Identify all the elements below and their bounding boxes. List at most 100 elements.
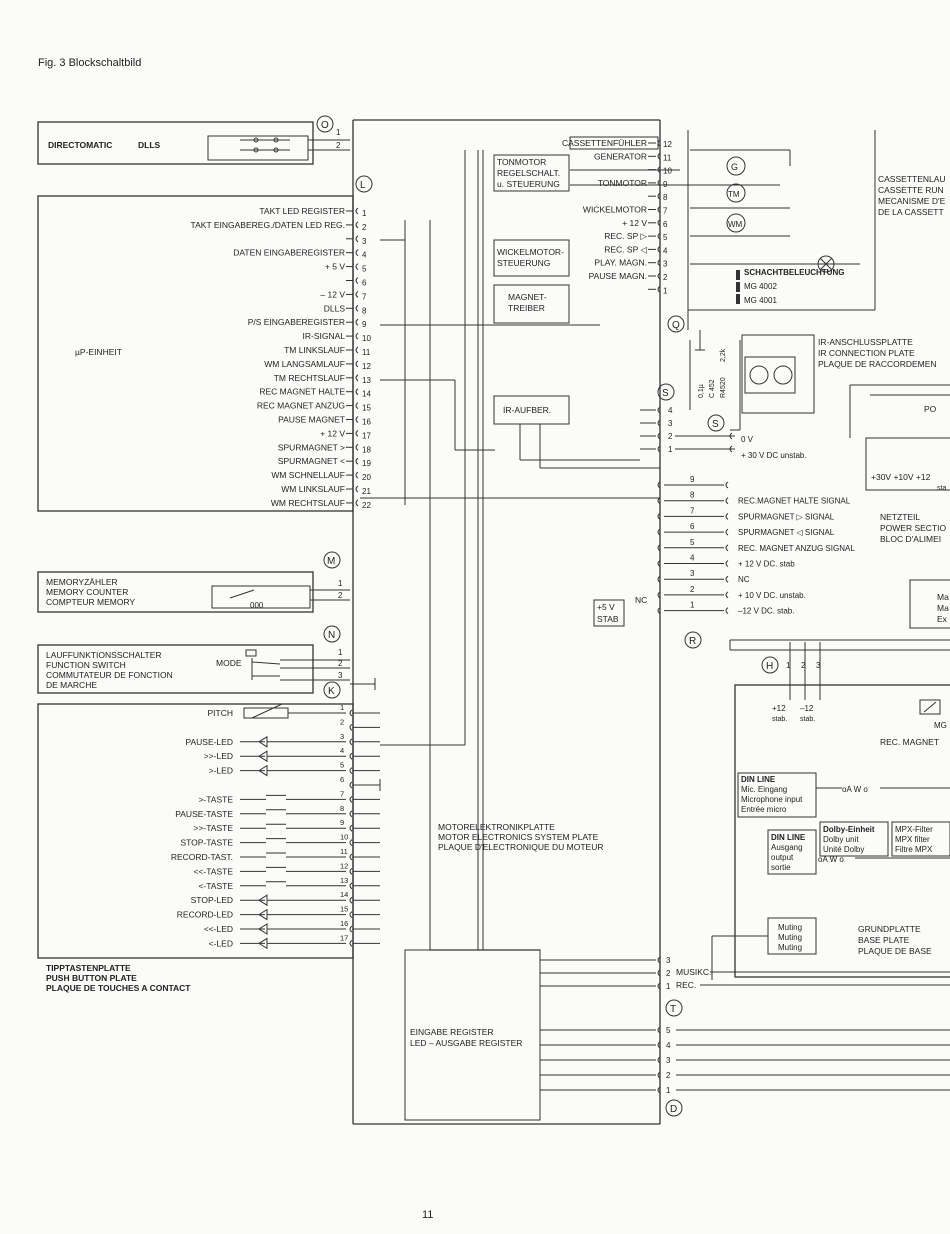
pitch-pot-icon[interactable] (243, 707, 289, 719)
r-pin-number-1: 1 (690, 601, 695, 610)
pb-pin-14: 14 (340, 890, 348, 899)
cass-pin-number-10: 10 (663, 167, 672, 176)
memory-counter: 000 (250, 601, 264, 610)
eingabe-line-1: EINGABE REGISTER (410, 1027, 494, 1037)
ir-c-value: 0,1µ (698, 384, 705, 398)
wickel-block-line-2: STEUERUNG (497, 258, 550, 268)
up-pin-number-1: 1 (362, 209, 367, 218)
up-pin-6: 6 (346, 277, 367, 288)
base-plate-line-2: BASE PLATE (858, 935, 910, 945)
up-pin-label-17: + 12 V (320, 428, 345, 438)
power-stab: sta (937, 485, 946, 492)
power-rails: +30V +10V +12 (871, 472, 931, 482)
up-pin-label-14: REC MAGNET HALTE (259, 387, 345, 397)
push-button-block: TIPPTASTENPLATTE PUSH BUTTON PLATE PLAQU… (37, 681, 381, 993)
pb-label-11: RECORD-TAST. (171, 852, 233, 862)
switch-line-3: COMMUTATEUR DE FONCTION (46, 670, 173, 680)
muting-line-3: Muting (778, 943, 802, 952)
tonmotor-block-line-1: TONMOTOR (497, 157, 546, 167)
motor-generator: G (731, 162, 738, 172)
din-out-line-3: output (771, 853, 794, 862)
pb-row-11: RECORD-TAST.11 (171, 847, 380, 862)
pb-pin-12: 12 (340, 861, 348, 870)
din-in-aw: oA W o (842, 785, 868, 794)
cass-label-3: PLAY. MAGN. (594, 258, 647, 268)
switch-line-2: FUNCTION SWITCH (46, 660, 126, 670)
mode-label: MODE (216, 658, 242, 668)
up-pin-label-4: DATEN EINGABEREGISTER (233, 248, 345, 258)
up-pin-number-21: 21 (362, 487, 371, 496)
cass-label-5: REC. SP ▷ (604, 231, 647, 241)
cass-pin-number-3: 3 (663, 260, 668, 269)
cass-pin-number-2: 2 (663, 273, 668, 282)
r-pin-number-2: 2 (690, 585, 695, 594)
s-pin-2: 2 (640, 432, 735, 441)
up-pin-number-18: 18 (362, 445, 371, 454)
memory-block: MEMORYZÄHLER MEMORY COUNTER COMPTEUR MEM… (37, 551, 350, 613)
cass-pin-8: 8 (648, 192, 668, 202)
connector-t-label: T (670, 1004, 676, 1015)
cassette-mech-line-3: MECANISME D'E (878, 196, 946, 206)
cass-pin-number-7: 7 (663, 207, 668, 216)
stab-line-1: +5 V (597, 602, 615, 612)
mg4001-label: MG 4001 (744, 296, 777, 305)
pb-label-1: PITCH (208, 708, 234, 718)
up-pin-number-7: 7 (362, 292, 367, 301)
t-pin-number-1: 1 (666, 982, 671, 991)
memory-line-1: MEMORYZÄHLER (46, 577, 118, 587)
up-pin-number-16: 16 (362, 418, 371, 427)
cassette-mech-line-4: DE LA CASSETT (878, 207, 944, 217)
muting-line-1: Muting (778, 923, 802, 932)
lamp-label: SCHACHTBELEUCHTUNG (744, 268, 844, 277)
directomatic-pin-2: 2 (336, 141, 341, 150)
wickel-block-line-1: WICKELMOTOR- (497, 247, 564, 257)
pb-pin-8: 8 (340, 804, 344, 813)
din-in-line-1: DIN LINE (741, 775, 776, 784)
directomatic-block: DIRECTOMATIC DLLS 1 2 O (37, 115, 350, 165)
power-m-3: Ex (937, 614, 948, 624)
r-label-2: + 10 V DC. unstab. (738, 591, 806, 600)
pb-label-10: STOP-TASTE (180, 838, 233, 848)
s-pin-4: 4 (640, 406, 673, 415)
s-pin-number-1: 1 (668, 445, 673, 454)
r-label-8: REC.MAGNET HALTE SIGNAL (738, 497, 851, 506)
up-pin-label-12: WM LANGSAMLAUF (264, 359, 345, 369)
t-label-rec: REC. (676, 980, 696, 990)
cassette-mech-line-2: CASSETTE RUN (878, 185, 944, 195)
tonmotor-block-line-2: REGELSCHALT. (497, 168, 560, 178)
up-pin-number-2: 2 (362, 223, 367, 232)
connector-m-label: M (327, 556, 335, 567)
up-pin-19: SPURMAGNET <19 (278, 456, 372, 468)
connector-h-label: H (766, 661, 773, 672)
mpx-line-1: MPX-Filter (895, 825, 933, 834)
up-pin-label-11: TM LINKSLAUF (284, 345, 345, 355)
muting-line-2: Muting (778, 933, 802, 942)
h-connector: H 1 2 3 +12 –12 stab. stab. (761, 642, 821, 723)
power-line-3: BLOC D'ALIMEI (880, 534, 941, 544)
pb-pin-13: 13 (340, 876, 348, 885)
din-out-line-2: Ausgang (771, 843, 803, 852)
dolby-line-2: Dolby unit (823, 835, 859, 844)
cass-pin-number-8: 8 (663, 193, 668, 202)
pb-label-7: >-TASTE (198, 794, 233, 804)
memory-line-2: MEMORY COUNTER (46, 587, 128, 597)
h-pin-1: 1 (786, 661, 791, 670)
motor-tm: TM (728, 190, 740, 199)
r-pin-3: 3NC (657, 569, 750, 584)
din-in-line-2: Mic. Eingang (741, 785, 787, 794)
cass-pin-number-11: 11 (663, 153, 672, 162)
